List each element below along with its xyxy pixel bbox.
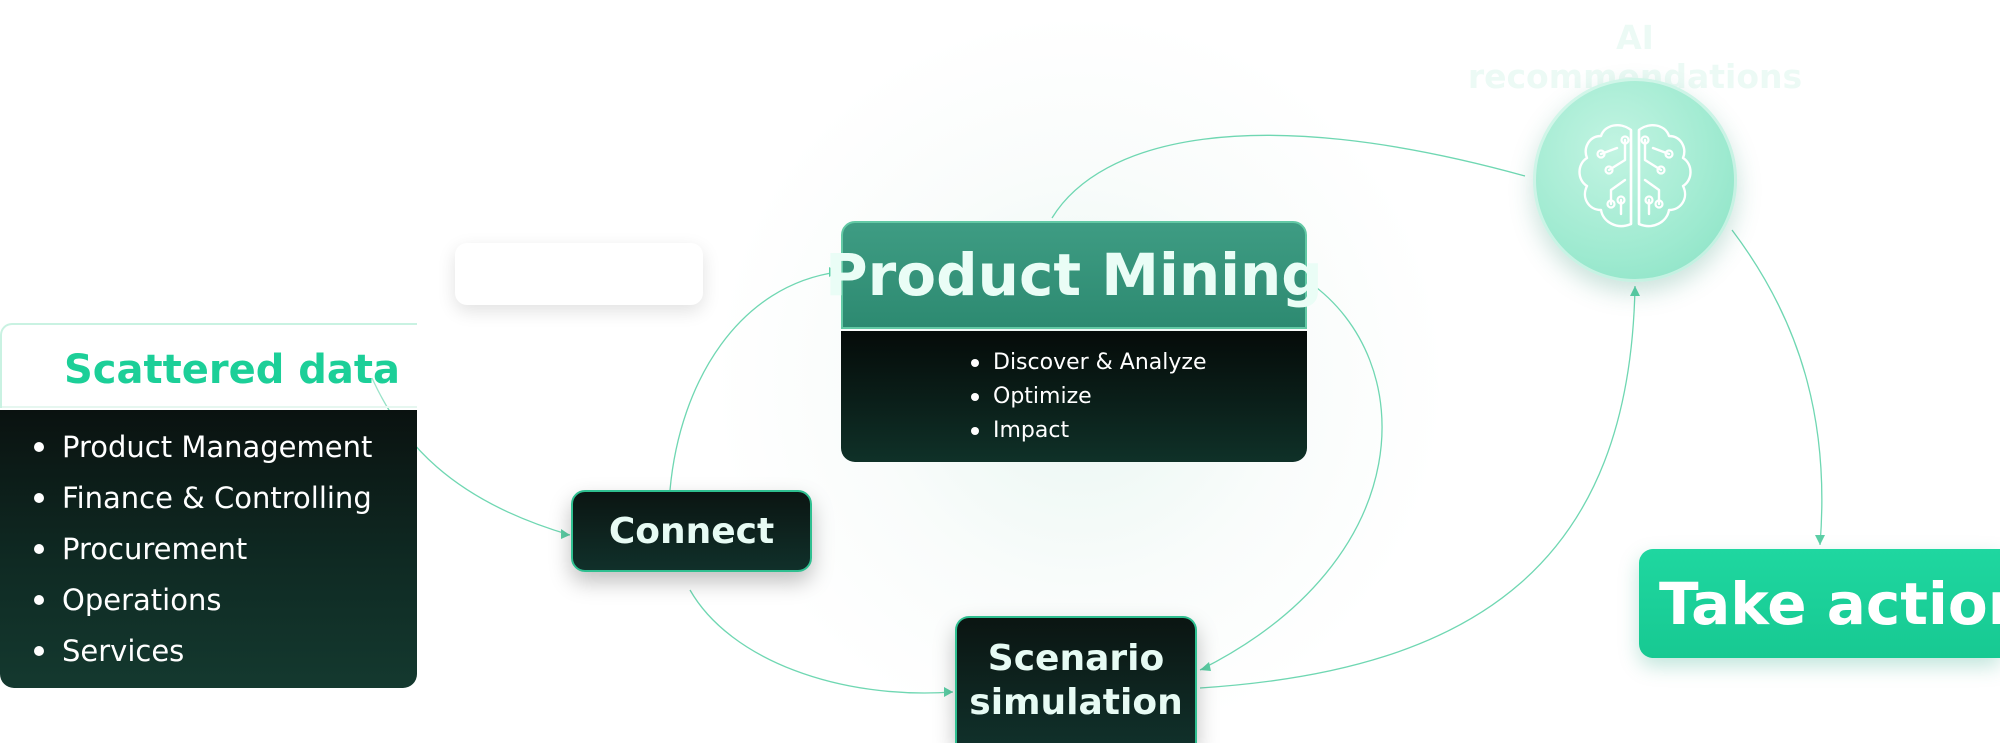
list-item: Finance & Controlling [0,481,417,532]
scenario-label-line1: Scenario [987,637,1165,679]
list-item-label: Optimize [993,384,1092,409]
connector-connect-to-scenario [689,589,954,694]
brain-circuit-icon [1578,124,1692,228]
list-item-label: Services [62,634,185,668]
product-mining-title: Product Mining [825,241,1323,309]
bullet-icon [34,595,44,605]
list-item-label: Procurement [62,532,248,566]
take-action-label: Take action [1659,569,2000,638]
connector-product-mining-to-brain [1051,134,1526,219]
list-item-label: Impact [993,418,1070,443]
connector-scenario-to-brain [1199,285,1636,689]
bullet-icon [971,359,979,367]
bullet-icon [34,646,44,656]
connect-label: Connect [608,510,775,552]
arrowhead-product-mining [829,267,838,277]
bullet-icon [34,544,44,554]
bullet-icon [971,393,979,401]
ghost-card [455,243,703,305]
arrowhead-take-action [1815,535,1825,545]
ai-brain-node [1533,78,1737,282]
scattered-data-header: Scattered data [0,323,417,408]
list-item: Services [0,634,417,685]
list-item-label: Discover & Analyze [993,350,1207,375]
arrowhead-scenario-right [1200,662,1211,671]
scattered-data-title: Scattered data [64,347,401,393]
connector-product-mining-to-scenario [1199,281,1383,671]
list-item: Optimize [841,382,1307,416]
list-item-label: Finance & Controlling [62,481,372,515]
list-item: Product Management [0,430,417,481]
take-action-node: Take action [1639,549,2000,658]
list-item: Discover & Analyze [841,348,1307,382]
bullet-icon [34,442,44,452]
scattered-data-list: Product Management Finance & Controlling… [0,410,417,688]
scenario-label-line2: simulation [969,681,1183,723]
scenario-simulation-node: Scenario simulation [955,616,1197,743]
list-item: Operations [0,583,417,634]
bullet-icon [971,427,979,435]
connect-node: Connect [571,490,812,572]
arrowhead-connect [561,529,570,539]
product-mining-header: Product Mining [825,221,1323,329]
list-item-label: Product Management [62,430,373,464]
arrowhead-brain [1630,286,1640,296]
connector-connect-to-product-mining [669,271,839,491]
arrowhead-scenario [944,687,953,697]
connector-brain-to-take-action [1731,229,1823,546]
bullet-icon [34,493,44,503]
list-item: Impact [841,416,1307,450]
product-mining-list: Discover & Analyze Optimize Impact [841,331,1307,462]
list-item: Procurement [0,532,417,583]
list-item-label: Operations [62,583,222,617]
